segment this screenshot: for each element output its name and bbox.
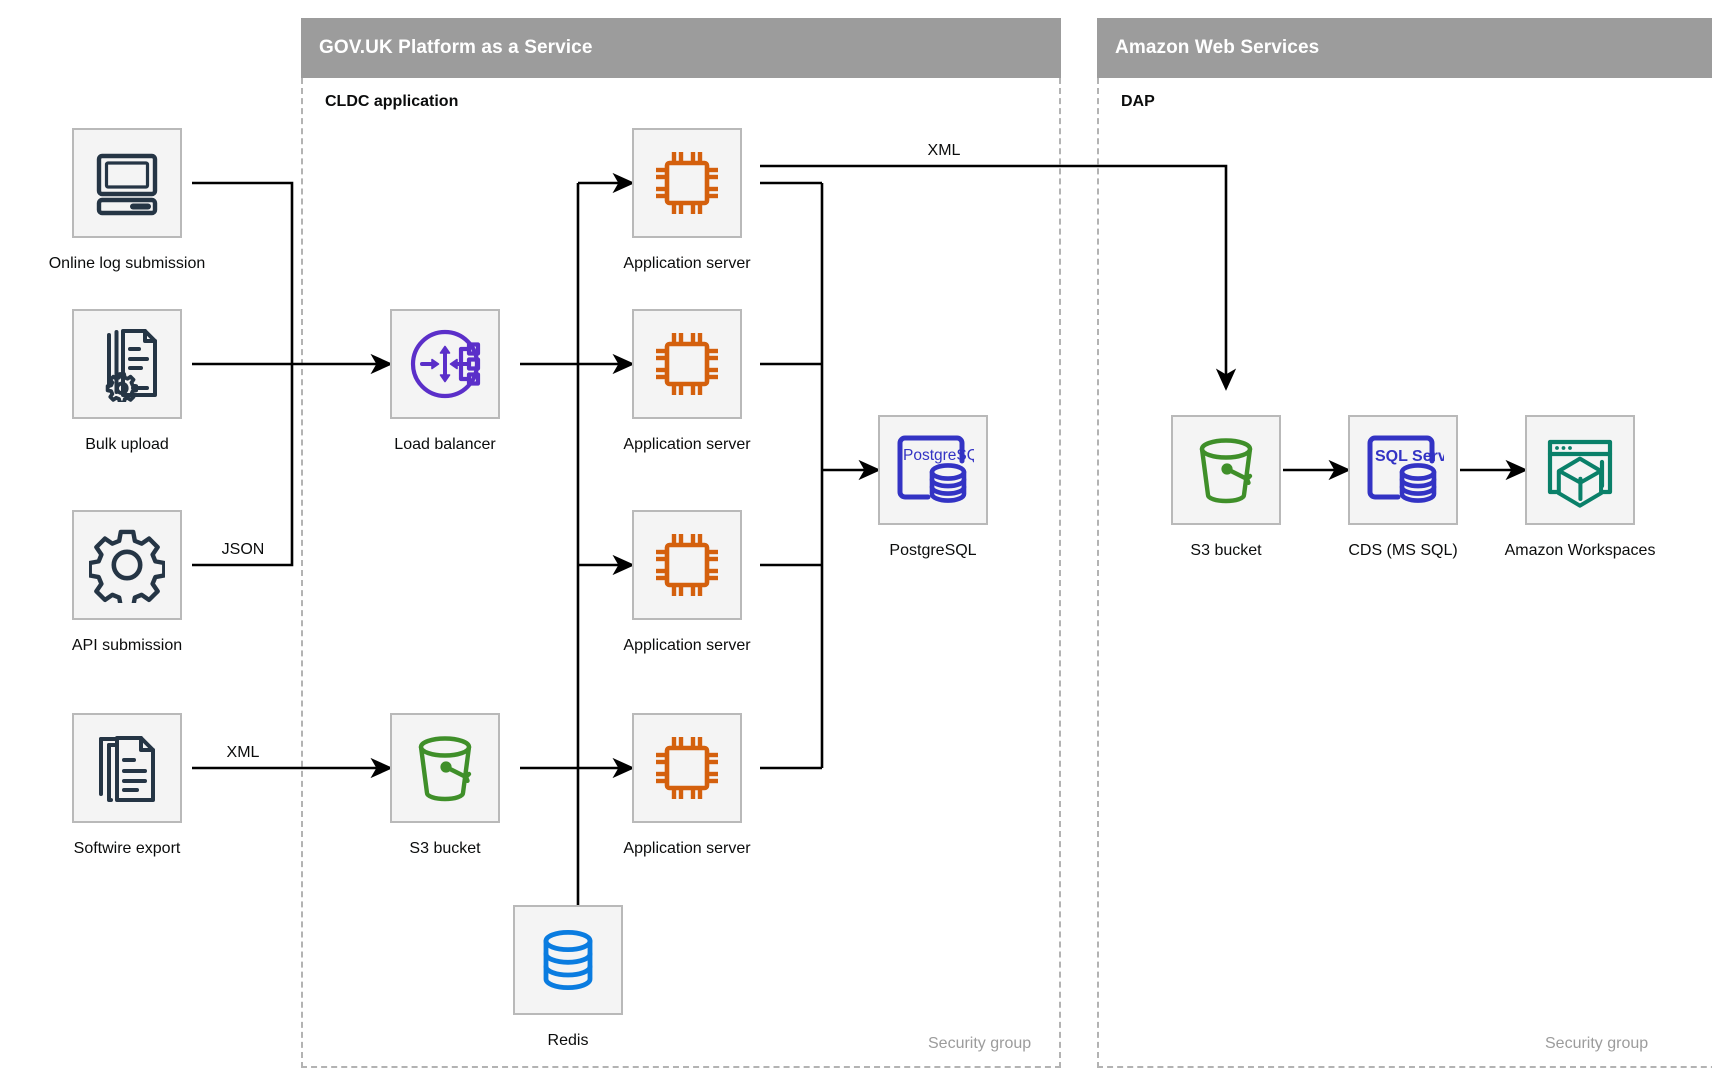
node-label-app-server-2: Application server xyxy=(623,436,751,453)
cpu-chip-icon xyxy=(648,729,726,807)
edge-label-json: JSON xyxy=(217,541,269,559)
group-boundary-paas xyxy=(301,78,1061,1068)
node-softwire-export[interactable] xyxy=(72,713,182,823)
group-header-paas: GOV.UK Platform as a Service xyxy=(301,18,1061,78)
node-label-app-server-1: Application server xyxy=(623,255,751,272)
node-bulk-upload[interactable] xyxy=(72,309,182,419)
bucket-icon xyxy=(1187,431,1265,509)
node-label-postgresql: PostgreSQL xyxy=(889,542,977,559)
node-label-cds-ms-sql: CDS (MS SQL) xyxy=(1348,542,1458,559)
group-title-aws: Amazon Web Services xyxy=(1115,37,1320,58)
sql-server-badge-text: SQL Server xyxy=(1375,448,1444,465)
edge-label-xml-softwire: XML xyxy=(222,744,264,762)
postgresql-icon: PostgreSQL xyxy=(892,429,974,511)
node-load-balancer[interactable] xyxy=(390,309,500,419)
node-label-online-log-submission: Online log submission xyxy=(48,255,206,272)
node-cds-ms-sql[interactable]: SQL Server xyxy=(1348,415,1458,525)
group-title-paas: GOV.UK Platform as a Service xyxy=(319,37,593,58)
document-gear-icon xyxy=(89,326,165,402)
group-sublabel-cldc-application: CLDC application xyxy=(325,93,459,110)
node-label-app-server-3: Application server xyxy=(623,637,751,654)
node-label-amazon-workspaces: Amazon Workspaces xyxy=(1504,542,1656,559)
node-label-bulk-upload: Bulk upload xyxy=(85,436,169,453)
gear-icon xyxy=(89,527,165,603)
desktop-computer-icon xyxy=(89,145,165,221)
group-boundary-aws xyxy=(1097,78,1712,1068)
bucket-icon xyxy=(406,729,484,807)
node-label-s3-bucket-aws: S3 bucket xyxy=(1190,542,1262,559)
node-amazon-workspaces[interactable] xyxy=(1525,415,1635,525)
node-app-server-1[interactable] xyxy=(632,128,742,238)
node-redis[interactable] xyxy=(513,905,623,1015)
cpu-chip-icon xyxy=(648,144,726,222)
group-sublabel-dap: DAP xyxy=(1121,93,1155,110)
sql-server-icon: SQL Server xyxy=(1362,429,1444,511)
node-postgresql[interactable]: PostgreSQL xyxy=(878,415,988,525)
node-api-submission[interactable] xyxy=(72,510,182,620)
database-cylinder-icon xyxy=(532,924,604,996)
edge-label-xml-dap: XML xyxy=(923,142,965,160)
node-label-app-server-4: Application server xyxy=(623,840,751,857)
cpu-chip-icon xyxy=(648,325,726,403)
node-label-softwire-export: Softwire export xyxy=(73,840,181,857)
node-label-s3-bucket-paas: S3 bucket xyxy=(409,840,481,857)
security-group-label-aws: Security group xyxy=(1545,1035,1649,1052)
node-label-load-balancer: Load balancer xyxy=(394,436,496,453)
cpu-chip-icon xyxy=(648,526,726,604)
workspaces-icon xyxy=(1540,430,1620,510)
node-s3-bucket-paas[interactable] xyxy=(390,713,500,823)
document-stack-icon xyxy=(89,730,165,806)
load-balancer-icon xyxy=(405,324,485,404)
node-app-server-2[interactable] xyxy=(632,309,742,419)
postgresql-badge-text: PostgreSQL xyxy=(903,447,974,464)
node-app-server-3[interactable] xyxy=(632,510,742,620)
node-online-log-submission[interactable] xyxy=(72,128,182,238)
security-group-label-paas: Security group xyxy=(928,1035,1032,1052)
node-app-server-4[interactable] xyxy=(632,713,742,823)
node-label-redis: Redis xyxy=(547,1032,589,1049)
node-label-api-submission: API submission xyxy=(71,637,183,654)
node-s3-bucket-aws[interactable] xyxy=(1171,415,1281,525)
group-header-aws: Amazon Web Services xyxy=(1097,18,1712,78)
